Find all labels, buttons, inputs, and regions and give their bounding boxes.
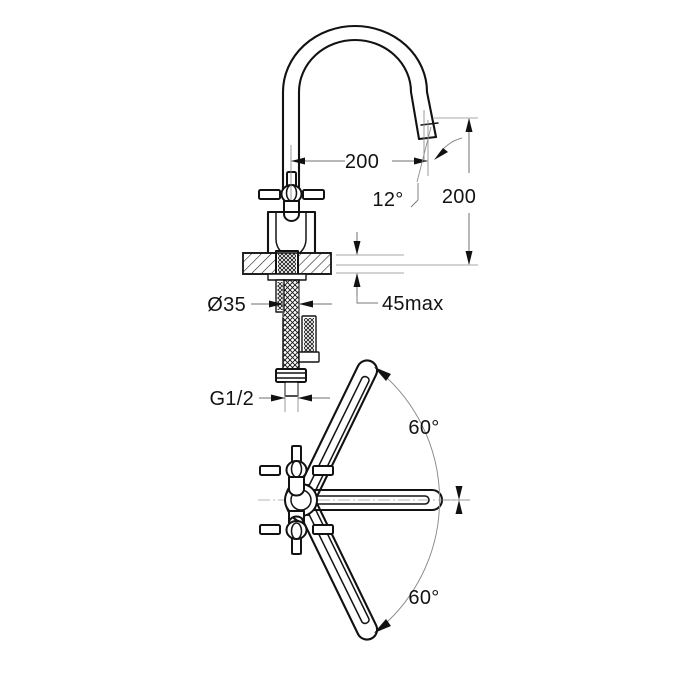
dimension-label-mounting-hole: Ø35 [207,294,246,316]
dimension-label-swing-lower: 60° [408,587,439,609]
elevation-view: 200 12° 200 [207,24,478,412]
dimension-label-swing-upper: 60° [408,417,439,439]
dimension-outlet-angle: 12° [372,110,463,211]
cross-handle-elevation [258,171,325,222]
dimension-spout-reach: 200 [290,120,429,200]
spout-arm-rotated-down [288,483,379,641]
cross-handle-plan-upper [259,445,334,497]
plan-view-handle-swing: 60° 60° [258,359,470,641]
dimension-mounting-hole: Ø35 [207,283,332,318]
dimension-label-supply-thread: G1/2 [209,388,254,410]
spout-arm-rotated-up [288,359,379,517]
dimension-label-outlet-angle: 12° [372,189,403,211]
dimension-supply-thread: G1/2 [209,383,330,412]
spout-gooseneck [281,24,438,200]
deck-flange-section [242,250,332,281]
spout-outlet-aerator [420,122,439,126]
dimension-label-spout-height: 200 [442,186,476,208]
threaded-shank [275,279,320,397]
dimension-label-spout-reach: 200 [345,151,379,173]
dimension-spout-height: 200 [336,117,478,266]
swing-arc-dimension: 60° 60° [374,367,470,633]
cross-handle-plan-lower [259,510,334,555]
dimension-deck-thickness: 45max [336,232,444,315]
dimension-label-deck-thickness: 45max [382,293,444,315]
